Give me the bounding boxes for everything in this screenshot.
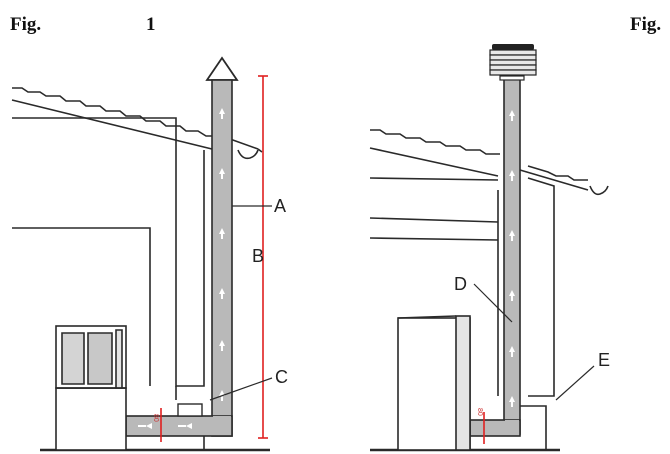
roof-tiles-left — [12, 87, 216, 137]
label-e: E — [598, 350, 610, 370]
dimension-line-b — [258, 75, 268, 439]
fig-left-label: Fig. — [10, 14, 42, 35]
roof-tiles-right — [370, 129, 500, 155]
dimension-value-left: 80 — [152, 414, 159, 422]
dimension-value-right: 80 — [476, 408, 483, 416]
gutter-right — [589, 185, 609, 196]
gutter-left — [237, 149, 259, 160]
right-figure — [369, 129, 609, 452]
ground-step-right — [520, 405, 547, 450]
fig-left-number: 1 — [146, 14, 156, 35]
label-d: D — [454, 274, 467, 294]
leader-c — [209, 377, 273, 401]
roof-underside-right — [369, 147, 499, 177]
label-c: C — [275, 367, 288, 387]
wall-outline-right — [527, 177, 555, 397]
vertical-flue-pipe-left — [211, 79, 233, 437]
wall-box-left — [177, 403, 203, 417]
appliance-left — [55, 325, 127, 451]
chimney-terminal-icon — [489, 44, 537, 76]
flow-arrows-right — [509, 110, 515, 407]
roof-edge-right — [229, 138, 259, 150]
label-a: A — [274, 196, 286, 216]
flow-arrows-left — [138, 108, 225, 429]
label-b: B — [252, 246, 264, 266]
leader-e — [555, 365, 595, 401]
chimney-cap-icon — [205, 56, 239, 81]
vertical-flue-pipe-right — [503, 77, 521, 435]
fig-right-label: Fig. — [630, 14, 662, 35]
roof-underside-left — [11, 99, 217, 151]
appliance-right — [397, 315, 471, 451]
leader-d — [473, 283, 513, 323]
